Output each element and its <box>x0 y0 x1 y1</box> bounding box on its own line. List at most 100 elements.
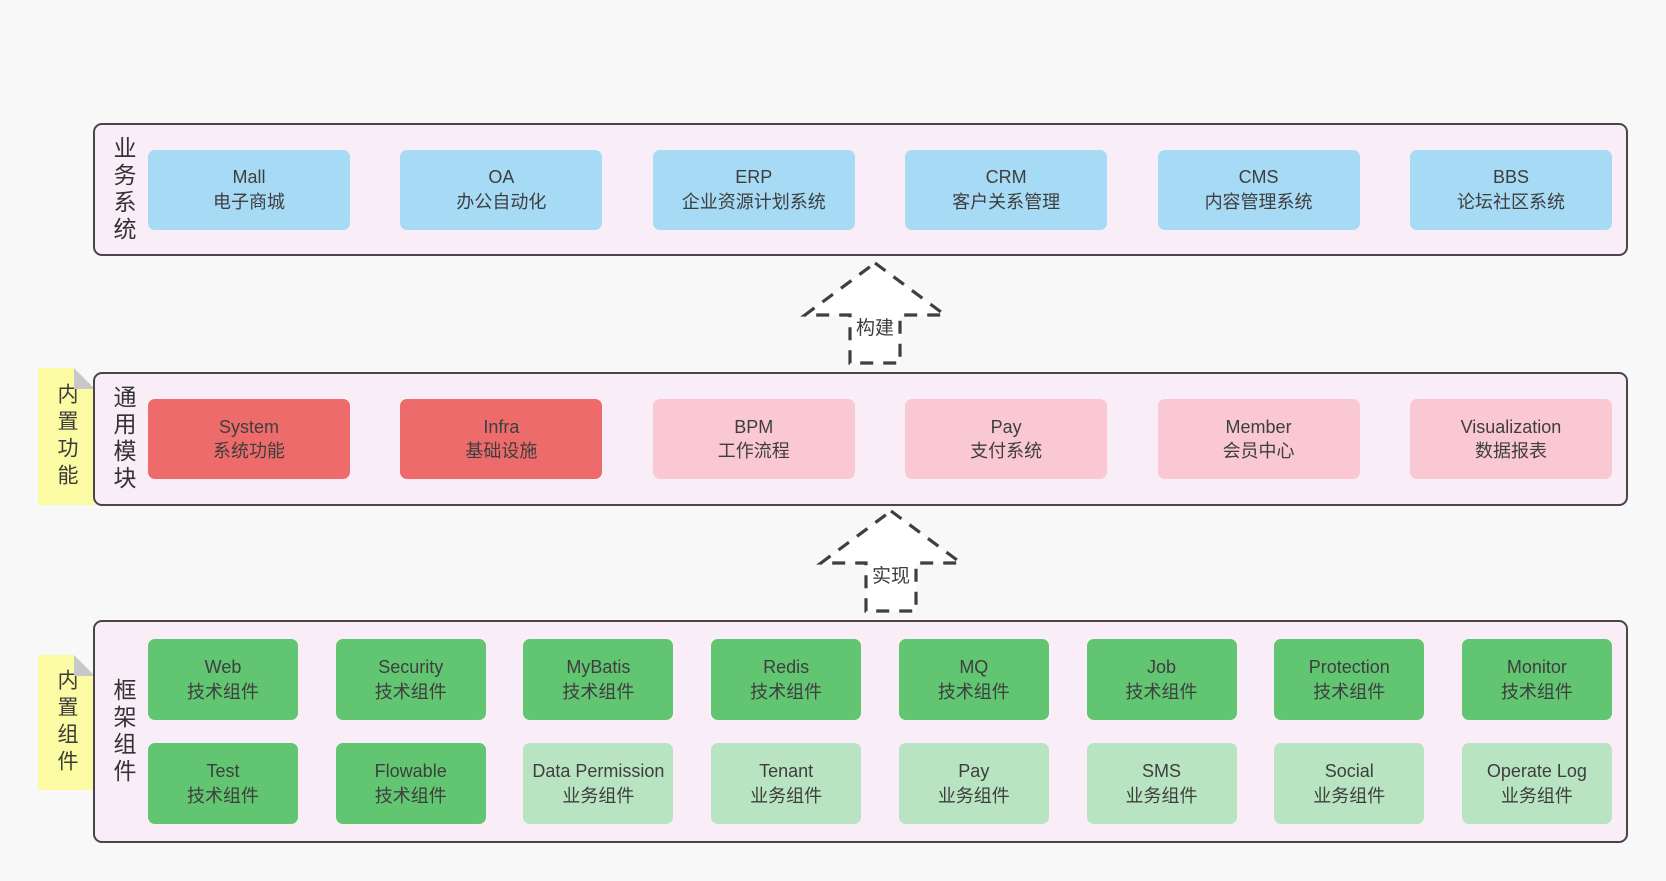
box-pay-component: Pay 业务组件 <box>898 743 1049 824</box>
box-subtitle: 业务组件 <box>1313 785 1386 806</box>
box-title: Monitor <box>1506 657 1567 678</box>
box-title: Test <box>206 761 240 782</box>
box-social: Social 业务组件 <box>1274 743 1425 824</box>
box-pay: Pay 支付系统 <box>905 399 1108 479</box>
box-subtitle: 业务组件 <box>1500 785 1573 806</box>
box-row: Test 技术组件 Flowable 技术组件 Data Permission … <box>148 743 1612 824</box>
box-subtitle: 内容管理系统 <box>1204 191 1313 212</box>
box-title: MyBatis <box>566 657 631 678</box>
layer-common-modules: 通用模块 System 系统功能 Infra 基础设施 BPM 工作流程 Pay… <box>93 372 1628 506</box>
box-title: Data Permission <box>532 761 665 782</box>
box-flowable: Flowable 技术组件 <box>335 743 486 824</box>
box-monitor: Monitor 技术组件 <box>1461 639 1612 720</box>
layer-framework-components: 框架组件 Web 技术组件 Security 技术组件 MyBatis 技术组件… <box>93 620 1628 843</box>
box-subtitle: 工作流程 <box>717 441 790 461</box>
box-title: Pay <box>958 761 990 782</box>
box-security: Security 技术组件 <box>335 639 486 720</box>
box-title: Web <box>204 657 242 678</box>
box-test: Test 技术组件 <box>148 743 298 824</box>
box-subtitle: 业务组件 <box>562 785 635 806</box>
folded-corner-icon <box>74 368 95 389</box>
box-title: MQ <box>959 657 989 678</box>
arrow-label: 实现 <box>867 560 915 589</box>
box-mybatis: MyBatis 技术组件 <box>523 639 674 720</box>
box-subtitle: 技术组件 <box>1313 681 1386 702</box>
sticky-note-builtin-features: 内置功能 <box>38 368 95 505</box>
box-title: CMS <box>1238 167 1279 188</box>
box-title: Flowable <box>374 761 447 782</box>
box-bpm: BPM 工作流程 <box>652 399 855 479</box>
box-subtitle: 技术组件 <box>1125 681 1198 702</box>
box-title: Security <box>378 657 444 678</box>
box-subtitle: 论坛社区系统 <box>1456 191 1565 212</box>
box-subtitle: 办公自动化 <box>456 191 547 212</box>
box-redis: Redis 技术组件 <box>711 639 862 720</box>
sticky-note-label: 内置组件 <box>55 668 78 777</box>
box-title: Operate Log <box>1486 761 1587 782</box>
box-title: Member <box>1225 416 1292 437</box>
folded-corner-icon <box>74 655 95 676</box>
box-row: System 系统功能 Infra 基础设施 BPM 工作流程 Pay 支付系统… <box>148 399 1612 479</box>
box-tenant: Tenant 业务组件 <box>711 743 862 824</box>
box-subtitle: 技术组件 <box>1500 681 1573 702</box>
box-subtitle: 技术组件 <box>187 681 259 702</box>
box-member: Member 会员中心 <box>1157 399 1360 479</box>
box-subtitle: 会员中心 <box>1222 441 1295 461</box>
arrow-label: 构建 <box>851 312 899 341</box>
box-system: System 系统功能 <box>148 399 350 479</box>
box-title: OA <box>488 167 515 188</box>
box-crm: CRM 客户关系管理 <box>905 149 1108 230</box>
box-title: Mall <box>232 167 266 188</box>
box-row: Web 技术组件 Security 技术组件 MyBatis 技术组件 Redi… <box>148 639 1612 720</box>
box-title: ERP <box>735 167 773 188</box>
box-infra: Infra 基础设施 <box>400 399 603 479</box>
layer-label: 框架组件 <box>110 677 136 786</box>
arrow-implement: 实现 <box>816 505 966 618</box>
box-subtitle: 技术组件 <box>374 785 447 806</box>
box-erp: ERP 企业资源计划系统 <box>652 149 855 230</box>
box-subtitle: 电子商城 <box>213 191 285 212</box>
box-title: Job <box>1147 657 1177 678</box>
box-subtitle: 基础设施 <box>465 441 538 461</box>
layer-content: Mall 电子商城 OA 办公自动化 ERP 企业资源计划系统 CRM 客户关系… <box>148 149 1612 230</box>
box-operate-log: Operate Log 业务组件 <box>1461 743 1612 824</box>
box-title: BBS <box>1492 167 1529 188</box>
box-job: Job 技术组件 <box>1086 639 1237 720</box>
sticky-note-label: 内置功能 <box>55 382 78 491</box>
box-title: CRM <box>985 167 1027 188</box>
box-title: Infra <box>483 416 520 437</box>
box-subtitle: 数据报表 <box>1474 441 1547 461</box>
box-title: Tenant <box>759 761 814 782</box>
box-subtitle: 技术组件 <box>562 681 635 702</box>
box-subtitle: 技术组件 <box>374 681 447 702</box>
layer-label: 业务系统 <box>110 135 136 244</box>
box-web: Web 技术组件 <box>148 639 298 720</box>
box-subtitle: 客户关系管理 <box>952 191 1061 212</box>
layer-label: 通用模块 <box>110 385 136 493</box>
box-title: Pay <box>990 416 1022 437</box>
box-subtitle: 系统功能 <box>213 441 285 461</box>
box-subtitle: 企业资源计划系统 <box>681 191 826 212</box>
box-mq: MQ 技术组件 <box>898 639 1049 720</box>
box-subtitle: 业务组件 <box>1125 785 1198 806</box>
box-subtitle: 技术组件 <box>937 681 1010 702</box>
box-title: Visualization <box>1460 416 1562 437</box>
arrow-build: 构建 <box>800 257 950 370</box>
box-title: System <box>218 416 279 437</box>
box-oa: OA 办公自动化 <box>400 149 603 230</box>
box-data-permission: Data Permission 业务组件 <box>523 743 674 824</box>
box-title: BPM <box>734 416 774 437</box>
box-row: Mall 电子商城 OA 办公自动化 ERP 企业资源计划系统 CRM 客户关系… <box>148 149 1612 230</box>
sticky-note-builtin-components: 内置组件 <box>38 655 95 790</box>
layer-business-systems: 业务系统 Mall 电子商城 OA 办公自动化 ERP 企业资源计划系统 CRM… <box>93 123 1628 256</box>
layer-content: Web 技术组件 Security 技术组件 MyBatis 技术组件 Redi… <box>148 639 1612 824</box>
box-title: Protection <box>1308 657 1390 678</box>
box-bbs: BBS 论坛社区系统 <box>1409 149 1612 230</box>
box-subtitle: 支付系统 <box>970 441 1043 461</box>
box-subtitle: 业务组件 <box>750 785 823 806</box>
box-subtitle: 技术组件 <box>750 681 823 702</box>
box-mall: Mall 电子商城 <box>148 149 350 230</box>
layer-content: System 系统功能 Infra 基础设施 BPM 工作流程 Pay 支付系统… <box>148 399 1612 479</box>
box-cms: CMS 内容管理系统 <box>1157 149 1360 230</box>
